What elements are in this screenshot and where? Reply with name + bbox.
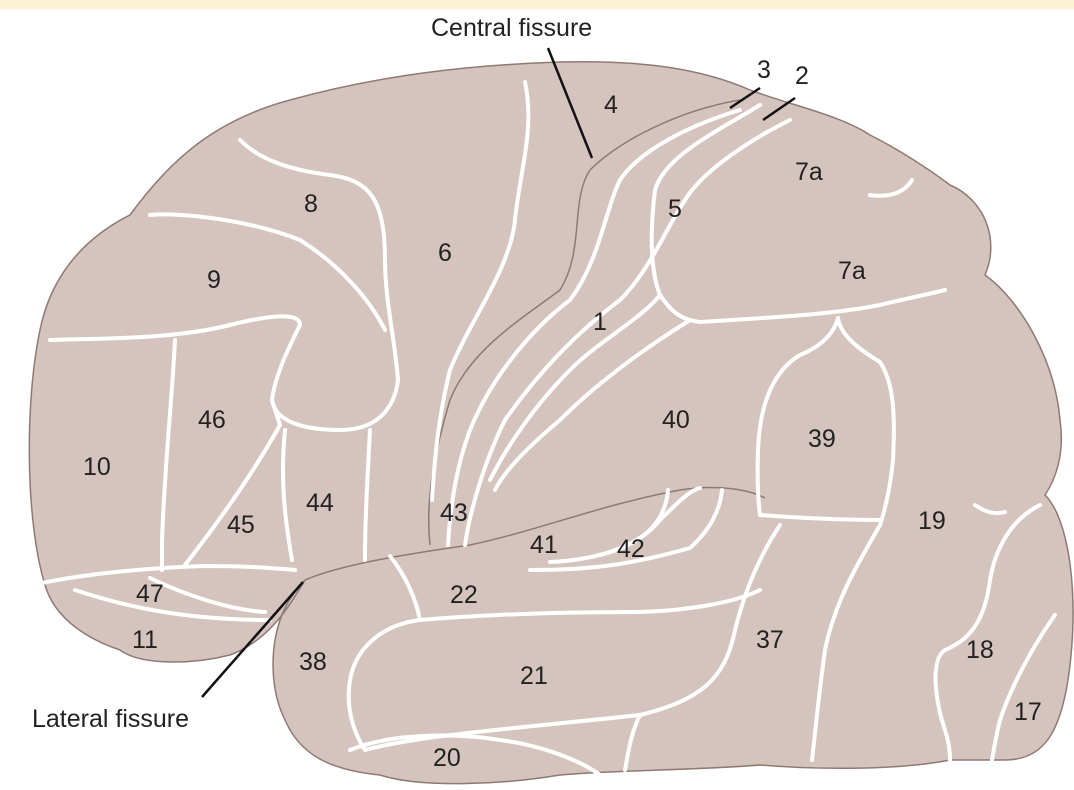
area-label-6: 6 [438, 239, 452, 267]
central-fissure-caption: Central fissure [431, 14, 592, 42]
area-label-9: 9 [207, 266, 221, 294]
area-label-42: 42 [617, 535, 645, 563]
area-label-47: 47 [136, 580, 164, 608]
area-label-46: 46 [198, 406, 226, 434]
area-label-18: 18 [966, 636, 994, 664]
area-label-10: 10 [83, 453, 111, 481]
lateral-fissure-caption: Lateral fissure [32, 705, 189, 733]
area-label-41: 41 [530, 531, 558, 559]
area-label-8: 8 [304, 190, 318, 218]
area-label-43: 43 [440, 499, 468, 527]
area-label-40: 40 [662, 406, 690, 434]
area-label-20: 20 [433, 744, 461, 772]
area-label-11: 11 [132, 626, 158, 654]
area-label-7a-upper: 7a [795, 158, 823, 186]
area-label-17: 17 [1014, 698, 1042, 726]
area-label-19: 19 [918, 507, 946, 535]
area-label-38: 38 [299, 648, 327, 676]
brain-silhouette [29, 62, 1073, 784]
area-label-37: 37 [756, 626, 784, 654]
area-label-5: 5 [668, 195, 682, 223]
area-label-21: 21 [520, 662, 548, 690]
area-label-39: 39 [808, 425, 836, 453]
area-label-1: 1 [593, 308, 607, 336]
area-label-7a-lower: 7a [838, 257, 866, 285]
area-label-22: 22 [450, 581, 478, 609]
area-label-2: 2 [795, 62, 809, 90]
area-label-4: 4 [604, 91, 618, 119]
area-label-3: 3 [757, 56, 771, 84]
area-label-44: 44 [306, 489, 334, 517]
area-label-45: 45 [227, 511, 255, 539]
